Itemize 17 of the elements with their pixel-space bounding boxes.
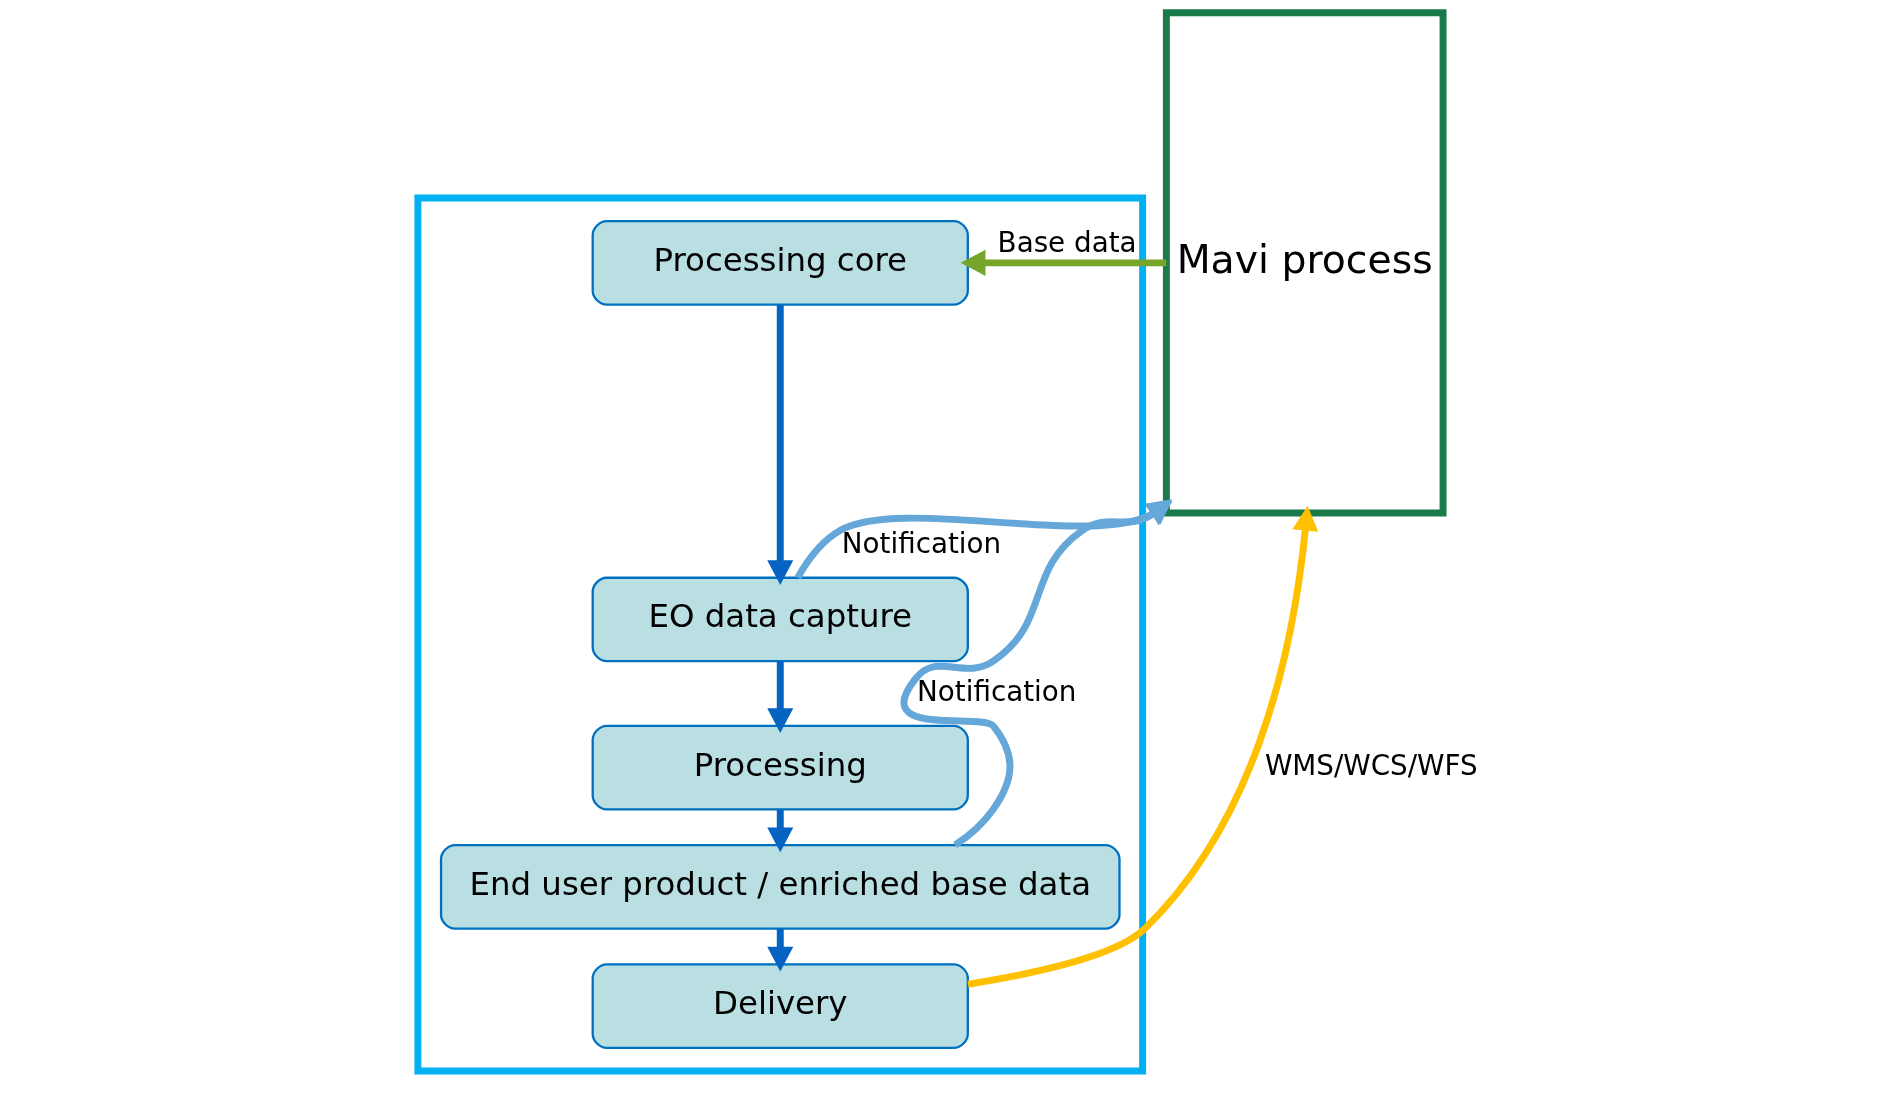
node-box: Processing: [591, 724, 969, 811]
arrow: [766, 304, 793, 586]
arrow: [766, 928, 793, 972]
arrow: [766, 809, 793, 853]
edge-label: Notification: [916, 674, 1076, 708]
arrow: [966, 505, 1318, 988]
node-box: Processing core: [591, 220, 969, 306]
node-box: End user product / enriched base data: [439, 844, 1121, 930]
arrow: [766, 661, 793, 733]
node-box: Mavi process: [1162, 9, 1447, 517]
arrow: [960, 249, 1166, 276]
node-box: EO data capture: [591, 576, 969, 663]
node-box: Delivery: [591, 963, 969, 1049]
edge-label: WMS/WCS/WFS: [1264, 748, 1478, 782]
edge-label: Base data: [997, 225, 1137, 259]
edge-label: Notification: [841, 526, 1001, 560]
cluster: [413, 194, 1146, 1075]
